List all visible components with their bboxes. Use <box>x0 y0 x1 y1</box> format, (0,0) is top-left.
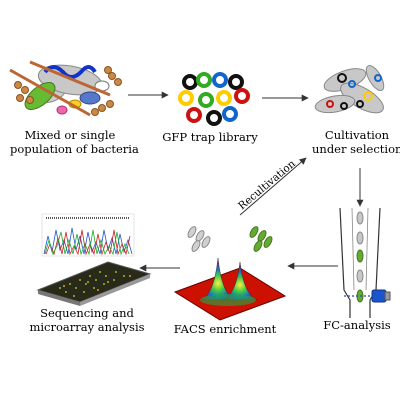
label-cult-line2: under selection <box>312 142 400 156</box>
laser-detector-icon <box>371 289 391 303</box>
microarray-chip-icon <box>36 261 152 306</box>
label-facs-enrichment: FACS enrichment <box>173 322 277 336</box>
label-cultivation: Cultivation under selection <box>312 128 400 156</box>
label-mixed-population: Mixed or single population of bacteria <box>10 128 139 156</box>
arrow-recultivation <box>239 157 307 216</box>
label-mixed-line1: Mixed or single <box>24 128 116 142</box>
label-seq-line1: Sequencing and <box>40 306 134 320</box>
gray-bacteria-group-icon <box>187 226 211 252</box>
green-bacteria-group-icon <box>249 226 273 252</box>
plasmid-rings-icon <box>178 72 250 126</box>
label-sequencing: Sequencing and microarray analysis <box>22 306 152 334</box>
label-cult-line1: Cultivation <box>324 128 390 142</box>
cultured-bacteria-icon <box>314 65 385 114</box>
sequencing-trace-icon <box>41 213 135 257</box>
label-fc-analysis: FC-analysis <box>323 318 391 332</box>
label-mixed-line2: population of bacteria <box>10 142 139 156</box>
label-gfp-library: GFP trap library <box>162 130 258 144</box>
facs-peaks-icon <box>173 257 287 321</box>
bacteria-cluster-icon <box>9 60 122 117</box>
label-seq-line2: microarray analysis <box>29 320 145 334</box>
